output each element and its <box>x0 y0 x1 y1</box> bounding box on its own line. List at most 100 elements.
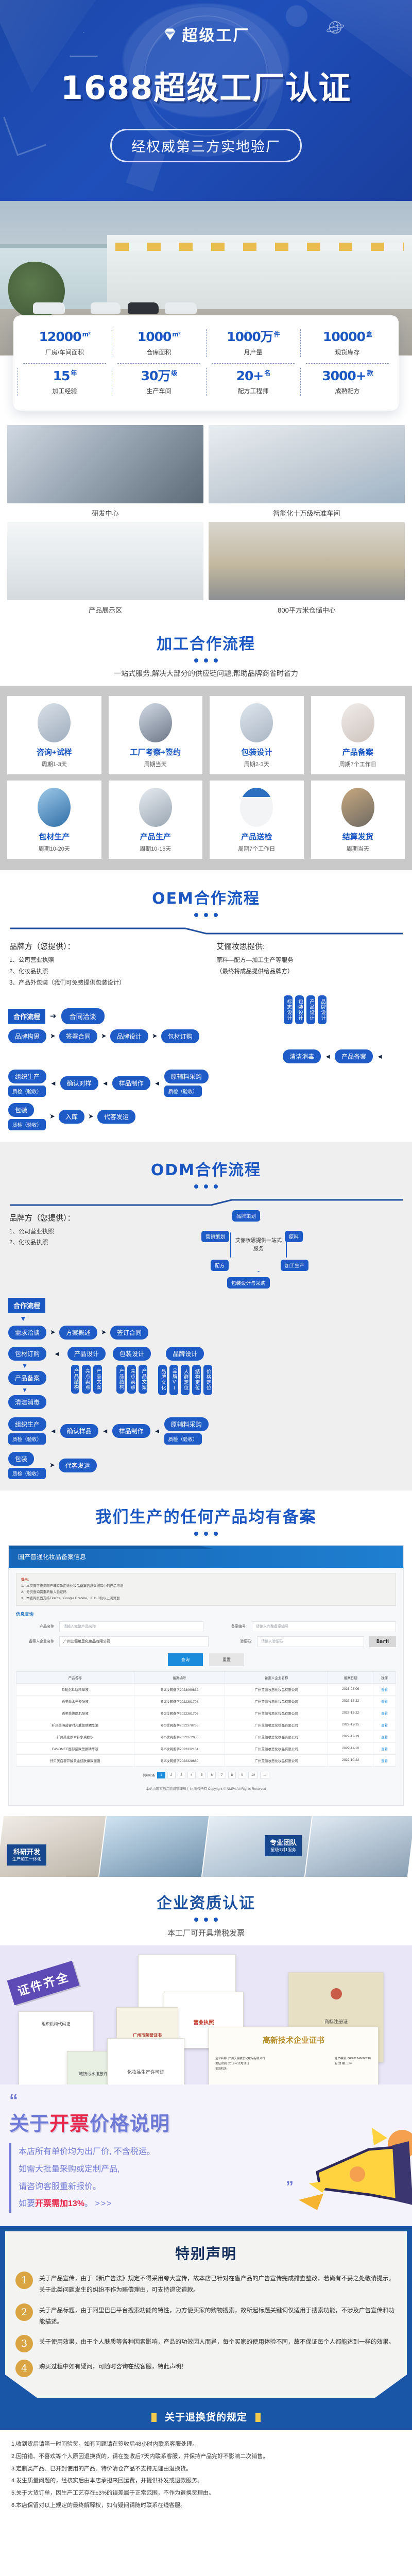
filing-number-input[interactable]: 请输入完整备案编号 <box>252 1621 396 1632</box>
oem-flow-node[interactable]: 品牌构思 <box>8 1029 47 1043</box>
oem-flow-node[interactable]: 包材订购 <box>161 1029 199 1043</box>
page-button-more[interactable]: ... <box>260 1771 269 1778</box>
odm-flow-node[interactable]: 方案概述 <box>59 1325 97 1340</box>
hero-ring-inner <box>144 15 268 137</box>
nmpa-form-row: 备案人企业名称 广州艾俪妆思化妆品有限公司 验证码: 请输入验证码 BarH <box>16 1636 396 1647</box>
view-link[interactable]: 查看 <box>373 1754 396 1767</box>
odm-subtag[interactable]: 人群定位 <box>180 1364 190 1395</box>
oem-design-subtag[interactable]: 标志设计 <box>284 995 293 1024</box>
odm-subtag[interactable]: 产品结构 <box>116 1364 125 1394</box>
odm-subtag[interactable]: 产品结构 <box>71 1364 80 1394</box>
oem-flow-node[interactable]: 签署合同 <box>59 1029 97 1043</box>
view-link[interactable]: 查看 <box>373 1730 396 1743</box>
oem-flow-node[interactable]: 品牌设计 <box>110 1029 148 1043</box>
odm-subtag[interactable]: 产品文案 <box>93 1364 102 1394</box>
odm-flow-node[interactable]: 产品备案 <box>8 1370 47 1385</box>
company-name-input[interactable]: 广州艾俪妆思化妆品有限公司 <box>59 1636 209 1647</box>
page-button[interactable]: 3 <box>177 1771 186 1778</box>
invoice-line-highlight: 如要开票需加13%。 >>> <box>19 2199 113 2209</box>
cell-product-name: EAVOMEE面部紧致塑颜精华液 <box>16 1742 134 1755</box>
statement-title: 特别声明 <box>175 2245 237 2262</box>
arrow-down-icon: ▼ <box>20 1314 27 1323</box>
section-title: ODM合作流程 <box>150 1161 262 1179</box>
photo-car <box>165 302 197 314</box>
page-button[interactable]: 1 <box>157 1771 165 1778</box>
page-button[interactable]: 9 <box>238 1771 246 1778</box>
oem-flow-node[interactable]: 代客发运 <box>97 1109 135 1124</box>
process-card[interactable]: 产品生产 周期10-15天 <box>108 781 202 859</box>
process-avatar-icon <box>38 788 71 827</box>
process-card[interactable]: 产品送检 周期7个工作日 <box>210 781 304 859</box>
odm-flow-node[interactable]: 包装 <box>8 1451 35 1466</box>
oem-design-subtag[interactable]: 产品设计 <box>306 995 316 1024</box>
odm-subtag[interactable]: 结构定位 <box>192 1364 201 1395</box>
oem-design-subtag[interactable]: 包装设计 <box>295 995 304 1024</box>
odm-hex-tag[interactable]: 配方 <box>211 1259 229 1271</box>
odm-flow-node[interactable]: 清洁消毒 <box>8 1395 47 1409</box>
odm-flow-node[interactable]: 确认样品 <box>60 1423 98 1438</box>
oem-flow-node[interactable]: 合同洽谈 <box>61 1008 105 1024</box>
captcha-image[interactable]: BarH <box>369 1636 396 1647</box>
oem-flow-node[interactable]: 包装 <box>8 1103 35 1117</box>
process-card[interactable]: 产品备案 周期7个工作日 <box>311 696 405 774</box>
cell-date: 2022-12-22 <box>328 1706 374 1719</box>
process-card[interactable]: 咨询+试样 周期1-3天 <box>7 696 101 774</box>
odm-flow-node[interactable]: 包材订购 <box>8 1346 47 1361</box>
odm-subtag[interactable]: 亮点卖点 <box>82 1364 91 1394</box>
odm-subtag[interactable]: 品牌文化 <box>158 1364 167 1395</box>
process-card[interactable]: 包材生产 周期10-20天 <box>7 781 101 859</box>
odm-hex-tag[interactable]: 营销策划 <box>201 1230 230 1242</box>
odm-flow-node[interactable]: 组织生产 <box>8 1417 47 1431</box>
odm-subtag[interactable]: 产品文案 <box>139 1364 148 1394</box>
odm-flow-node[interactable]: 品牌设计 <box>166 1346 204 1361</box>
page-button[interactable]: 6 <box>208 1771 216 1778</box>
page-button[interactable]: 10 <box>248 1771 259 1778</box>
process-card[interactable]: 工厂考察+签约 周期当天 <box>108 696 202 774</box>
process-card[interactable]: 结算发货 周期当天 <box>311 781 405 859</box>
odm-flow-node[interactable]: 代客发运 <box>58 1458 97 1472</box>
oem-flow-node[interactable]: 原辅料采购 <box>164 1069 209 1083</box>
odm-flow-diagram: 合作流程 ▼ 需求洽谈 ➤ 方案概述 ➤ 签订合同 包材订购 ▼ 产品备案 ▼ … <box>0 1279 412 1482</box>
captcha-input[interactable]: 请输入验证码 <box>257 1636 364 1647</box>
odm-flow-node[interactable]: 产品设计 <box>67 1346 106 1361</box>
product-name-input[interactable]: 请输入完整产品名称 <box>59 1621 203 1632</box>
oem-design-subtag[interactable]: 品牌设计 <box>318 995 327 1024</box>
odm-flow-node[interactable]: 原辅料采购 <box>164 1417 209 1431</box>
arrow-left-icon: ◄ <box>324 1052 332 1060</box>
page-button[interactable]: 5 <box>197 1771 206 1778</box>
oem-flow-node[interactable]: 入库 <box>58 1109 84 1124</box>
view-link[interactable]: 查看 <box>373 1706 396 1719</box>
odm-subtag[interactable]: 亮点卖点 <box>127 1364 136 1394</box>
odm-hex-tag[interactable]: 包装设计与采购 <box>227 1277 270 1289</box>
odm-hex-tag[interactable]: 品牌策划 <box>232 1210 261 1222</box>
page-button[interactable]: 4 <box>187 1771 196 1778</box>
team-photo-2 <box>99 1816 209 1877</box>
page-button[interactable]: 8 <box>228 1771 236 1778</box>
view-link[interactable]: 查看 <box>373 1718 396 1731</box>
process-card[interactable]: 包装设计 周期2-3天 <box>210 696 304 774</box>
view-link[interactable]: 查看 <box>373 1742 396 1755</box>
page-button[interactable]: 2 <box>167 1771 176 1778</box>
odm-hex-tag[interactable]: 原料 <box>285 1230 303 1242</box>
odm-flow-node[interactable]: 签订合同 <box>110 1325 148 1340</box>
odm-subtag[interactable]: 品牌VI <box>169 1364 178 1395</box>
odm-flow-node[interactable]: 需求洽谈 <box>8 1325 47 1340</box>
view-link[interactable]: 查看 <box>373 1694 396 1707</box>
odm-flow-node[interactable]: 包装设计 <box>112 1346 151 1361</box>
page-button[interactable]: 7 <box>218 1771 226 1778</box>
oem-flow-node[interactable]: 组织生产 <box>8 1069 47 1083</box>
odm-flow-node[interactable]: 样品制作 <box>112 1423 150 1438</box>
cell-product-name: 纤贝美密罗木补水爽肤水 <box>16 1730 134 1743</box>
oem-flow-node[interactable]: 确认对样 <box>60 1076 98 1090</box>
search-button[interactable]: 查询 <box>168 1653 203 1666</box>
odm-subtag[interactable]: 价格定位 <box>203 1364 212 1395</box>
oem-flow-node[interactable]: 清洁消毒 <box>283 1049 321 1063</box>
statement-text: 关于产品标题，由于阿里巴巴平台搜索功能的特性，为方便买家的购物搜索，故所起标题关… <box>39 2307 394 2326</box>
process-avatar-icon <box>341 788 374 827</box>
view-link[interactable]: 查看 <box>373 1683 396 1696</box>
reset-button[interactable]: 重置 <box>209 1653 244 1666</box>
oem-flow-node[interactable]: 样品制作 <box>112 1076 150 1090</box>
oem-flow-node[interactable]: 产品备案 <box>335 1049 373 1063</box>
odm-hex-tag[interactable]: 加工生产 <box>281 1259 309 1271</box>
